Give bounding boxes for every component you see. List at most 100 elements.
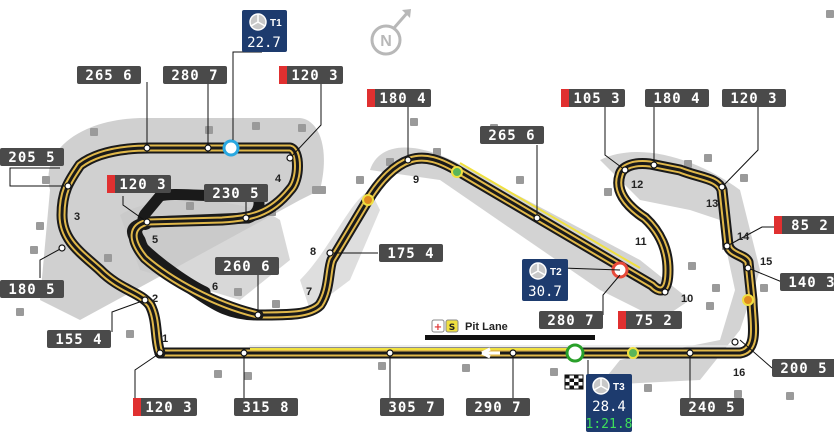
speed-box: 280 7 — [163, 66, 227, 84]
speed-box: 120 3 — [107, 175, 171, 193]
braking-indicator — [367, 89, 375, 107]
speed-box: 140 3 — [780, 273, 834, 291]
speed-box: 305 7 — [380, 398, 444, 416]
turn-2: 2 — [152, 293, 158, 305]
svg-text:T3: T3 — [613, 382, 625, 393]
speed-box: 230 5 — [204, 184, 268, 202]
speed-value: 120 3 — [145, 400, 192, 416]
speed-value: 180 5 — [8, 282, 55, 298]
sector-1-panel: T1 22.7 — [242, 10, 287, 52]
speed-box: 120 3 — [133, 398, 197, 416]
direction-arrow — [481, 347, 500, 359]
speed-box: 265 6 — [480, 126, 544, 144]
sector-2-panel: T2 30.7 — [522, 259, 568, 301]
speed-value: 240 5 — [688, 400, 735, 416]
speed-box: 75 2 — [618, 311, 682, 329]
turn-7: 7 — [306, 286, 312, 298]
turn-15: 15 — [760, 256, 772, 268]
svg-text:22.7: 22.7 — [247, 35, 281, 51]
speed-value: 205 5 — [8, 150, 55, 166]
speed-boxes: 265 6 280 7 120 3 205 5 120 3 230 5 180 5 260 6… — [0, 66, 834, 416]
svg-text:28.4: 28.4 — [592, 399, 626, 415]
braking-indicator — [279, 66, 287, 84]
speed-value: 280 7 — [547, 313, 594, 329]
speed-value: 175 4 — [387, 246, 434, 262]
speed-box: 120 3 — [279, 66, 343, 84]
compass-label: N — [380, 33, 392, 50]
speed-box: 180 4 — [645, 89, 709, 107]
speed-value: 75 2 — [635, 313, 673, 329]
speed-value: 105 3 — [573, 91, 620, 107]
sector-markers — [222, 139, 754, 363]
turn-12: 12 — [631, 179, 643, 191]
speed-value: 155 4 — [55, 332, 102, 348]
speed-value: 260 6 — [223, 259, 270, 275]
svg-text:30.7: 30.7 — [528, 284, 562, 300]
turn-11: 11 — [635, 236, 647, 248]
braking-indicator — [107, 175, 115, 193]
speed-box: 105 3 — [561, 89, 625, 107]
svg-text:1:21.8: 1:21.8 — [586, 417, 633, 432]
drs-activation-2 — [742, 294, 754, 306]
turn-13: 13 — [706, 198, 718, 210]
leader-nodes — [58, 144, 752, 357]
sector-3-panel: T3 28.4 1:21.8 — [586, 374, 633, 432]
drs-activation-1 — [362, 194, 374, 206]
speed-box: 180 5 — [0, 280, 64, 298]
svg-text:+: + — [434, 322, 442, 333]
speed-value: 290 7 — [474, 400, 521, 416]
speed-box: 205 5 — [0, 148, 64, 166]
speed-value: 280 7 — [171, 68, 218, 84]
speed-box: 200 5 — [772, 359, 834, 377]
drs-detection-2 — [627, 347, 639, 359]
speed-value: 85 2 — [791, 218, 829, 234]
turn-16: 16 — [733, 367, 745, 379]
speed-box: 120 3 — [722, 89, 786, 107]
finish-marker — [565, 343, 585, 363]
speed-box: 175 4 — [379, 244, 443, 262]
speed-box: 155 4 — [47, 330, 111, 348]
turn-4: 4 — [275, 173, 282, 185]
speed-value: 265 6 — [85, 68, 132, 84]
svg-text:T2: T2 — [550, 267, 562, 278]
checkered-flag-icon — [564, 374, 584, 390]
drs-detection-1 — [451, 166, 463, 178]
speed-box: 315 8 — [234, 398, 298, 416]
speed-box: 290 7 — [466, 398, 530, 416]
speed-value: 305 7 — [388, 400, 435, 416]
pit-lane-label: + S Pit Lane — [431, 319, 508, 333]
speed-box: 280 7 — [539, 311, 603, 329]
speed-value: 120 3 — [119, 177, 166, 193]
turn-14: 14 — [737, 231, 750, 243]
turn-5: 5 — [152, 234, 158, 246]
svg-text:Pit Lane: Pit Lane — [465, 321, 508, 333]
sector-1-marker — [222, 139, 240, 157]
speed-value: 120 3 — [291, 68, 338, 84]
barrier-markers — [16, 10, 834, 400]
speed-value: 200 5 — [780, 361, 827, 377]
braking-indicator — [774, 216, 782, 234]
turn-9: 9 — [413, 174, 419, 186]
turn-8: 8 — [310, 246, 316, 258]
drs-zones — [250, 162, 641, 350]
braking-indicator — [618, 311, 626, 329]
speed-value: 230 5 — [212, 186, 259, 202]
svg-text:S: S — [449, 323, 455, 333]
speed-box: 85 2 — [774, 216, 834, 234]
compass-icon: N — [370, 9, 411, 56]
speed-value: 315 8 — [242, 400, 289, 416]
pit-building — [425, 335, 595, 340]
turn-3: 3 — [74, 211, 80, 223]
braking-indicator — [133, 398, 141, 416]
braking-indicator — [561, 89, 569, 107]
leader-lines — [9, 51, 783, 398]
speed-value: 180 4 — [379, 91, 426, 107]
speed-box: 265 6 — [77, 66, 141, 84]
turn-6: 6 — [212, 281, 218, 293]
speed-value: 265 6 — [488, 128, 535, 144]
speed-value: 180 4 — [653, 91, 700, 107]
speed-box: 180 4 — [367, 89, 431, 107]
speed-box: 260 6 — [215, 257, 279, 275]
svg-text:T1: T1 — [270, 18, 282, 29]
